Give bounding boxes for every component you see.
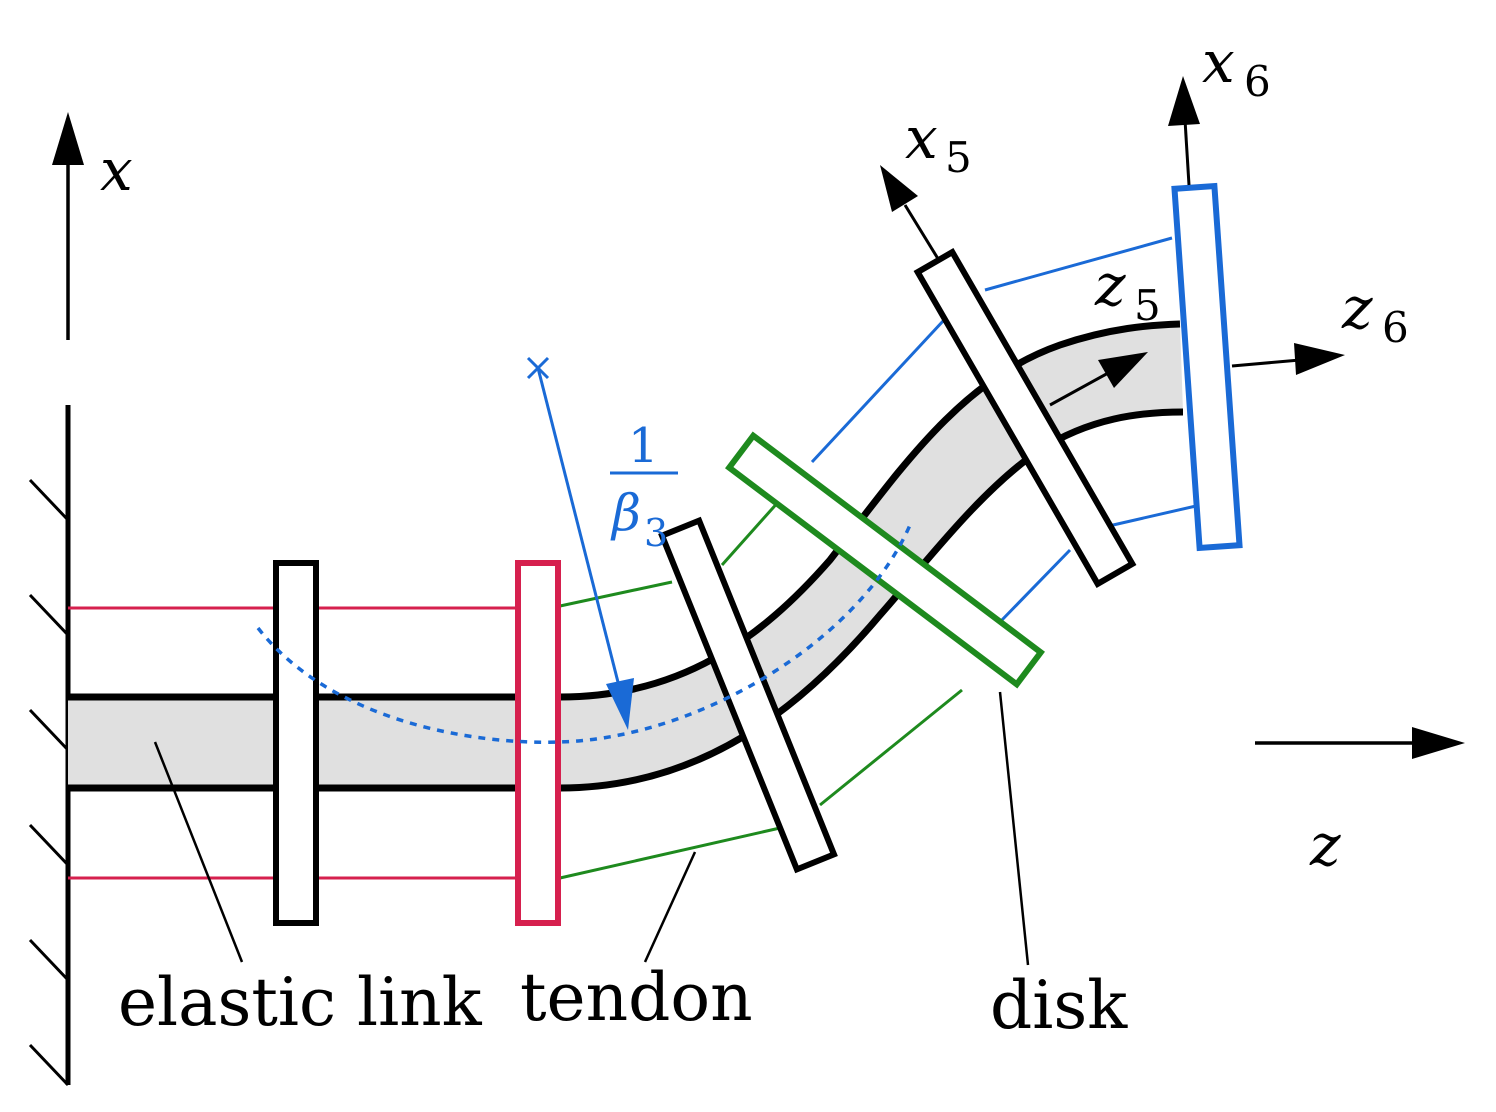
z-axis-label: z xyxy=(1309,811,1341,879)
tendons-section-3 xyxy=(810,236,1197,624)
elastic-link-label: elastic link xyxy=(118,964,483,1041)
x5-subscript: 5 xyxy=(945,133,972,182)
fixed-wall xyxy=(28,405,71,1087)
tendon-label: tendon xyxy=(520,959,753,1036)
tendons-section-2 xyxy=(559,499,963,880)
z5-subscript: 5 xyxy=(1134,281,1161,330)
curvature-numerator: 1 xyxy=(628,418,659,474)
curvature-arc xyxy=(256,524,912,744)
curvature-denominator-subscript: 3 xyxy=(644,511,668,555)
disk-4 xyxy=(725,431,1045,689)
frame-6-x-arrow xyxy=(1168,76,1200,186)
frame-5-x-arrow xyxy=(880,165,942,263)
disk-5 xyxy=(913,248,1137,588)
z5-label: z xyxy=(1094,251,1126,319)
disk-6 xyxy=(1171,182,1243,552)
frame-5-z-arrow xyxy=(1049,352,1148,407)
curvature-denominator: β xyxy=(610,484,641,542)
x6-subscript: 6 xyxy=(1244,57,1271,106)
x5-label: x xyxy=(905,104,938,172)
z6-label: z xyxy=(1341,274,1373,342)
z6-subscript: 6 xyxy=(1382,303,1409,352)
disk-label: disk xyxy=(990,967,1128,1044)
curvature-radius-arrow xyxy=(536,367,634,730)
x-axis-arrow xyxy=(52,112,84,340)
z-axis-arrow xyxy=(1255,727,1465,759)
frame-6-z-arrow xyxy=(1231,343,1345,375)
elastic-link-leader xyxy=(153,741,244,963)
disk-3 xyxy=(658,516,838,874)
x6-label: x xyxy=(1202,28,1235,96)
tendon-leader xyxy=(643,851,697,963)
disk-1 xyxy=(273,560,319,926)
x-axis-label: x xyxy=(100,136,133,204)
disk-leader xyxy=(998,691,1030,966)
